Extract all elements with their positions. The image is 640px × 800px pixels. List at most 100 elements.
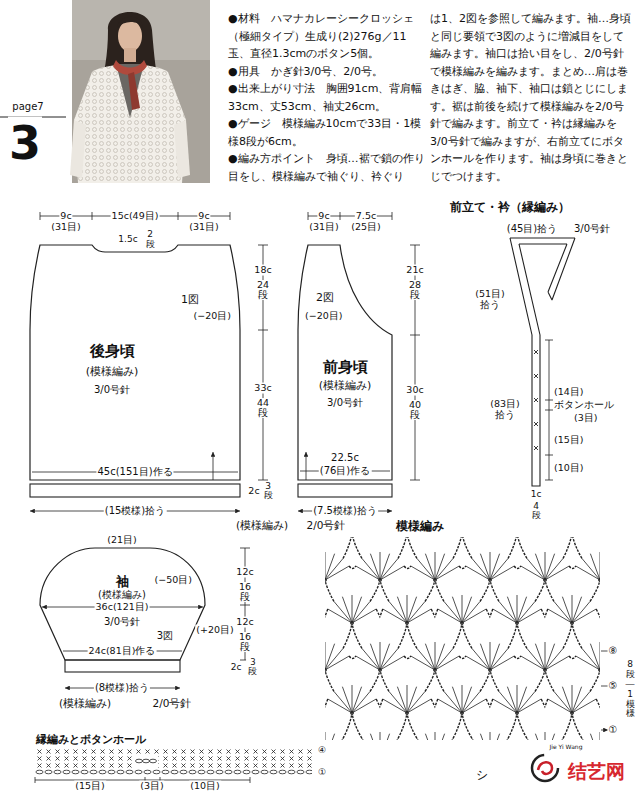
dimension-label: (10目) <box>189 781 221 792</box>
dimension-label: 36c(121目) <box>95 602 150 613</box>
dimension-lines <box>30 212 608 783</box>
scarf <box>113 60 147 75</box>
row-number: ⑤ <box>608 680 619 692</box>
dimension-label: 2c <box>247 486 260 497</box>
instruction-text: ●ゲージ 模様編み10cmで33目・1模様8段が6cm。 <box>228 115 426 150</box>
dimension-label: 3段 <box>246 658 260 676</box>
sleeve-arm <box>174 120 190 178</box>
direction-arrow <box>306 452 307 480</box>
face <box>118 20 142 52</box>
piece-label: 3図 <box>156 630 174 642</box>
piece-outline <box>30 245 240 480</box>
pattern-number: 3 <box>8 117 42 170</box>
neck <box>124 48 136 62</box>
dimension-label: 3/0号針 <box>573 223 611 235</box>
dimension-label: (51目)拾う <box>470 289 510 311</box>
pattern-piece: 2図前身頃(模様編み)3/0号針 <box>296 243 394 483</box>
dimension-label: (15目) <box>553 435 585 446</box>
dimension-label: 2/0号針 <box>152 697 193 709</box>
dimension-label: 3段 <box>261 482 276 501</box>
piece-label: 1図 <box>180 294 200 307</box>
instruction-text: ●編み方ポイント 身頃…裾で鎖の作り目をし、模様編みで袖ぐり、衿ぐり <box>228 150 426 185</box>
dimension-label: (−50目) <box>154 575 193 586</box>
section-title: 模様編み <box>395 520 445 534</box>
text-column: は1、2図を参照して編みます。袖…身頃と同じ要領で3図のように増減目をして編みま… <box>430 10 632 185</box>
dimension-label: 28段 <box>407 280 422 300</box>
dimension-line <box>545 340 553 480</box>
row-number: ① <box>317 767 327 777</box>
chain-stitch <box>136 759 143 763</box>
dimension-label: 16段 <box>237 632 252 652</box>
photo-ground <box>72 0 210 183</box>
cardigan-lace <box>74 65 186 184</box>
piece-label: 2図 <box>315 292 335 305</box>
section-title: 前立て・衿（縁編み） <box>449 201 571 215</box>
dimension-label: (25目) <box>350 222 382 233</box>
hem-band <box>30 484 240 497</box>
hair <box>117 17 143 28</box>
text-column: ●材料 ハマナカレーシークロッシェ（極細タイプ）生成り(2)276g／11玉、直… <box>228 10 426 185</box>
instruction-text: ●出来上がり寸法 胸囲91cm、背肩幅33cm、丈53cm、袖丈26cm。 <box>228 80 426 115</box>
instruction-text: ●材料 ハマナカレーシークロッシェ（極細タイプ）生成り(2)276g／11玉、直… <box>228 10 426 63</box>
piece-outline <box>298 245 392 480</box>
piece-outline <box>40 548 205 660</box>
dimension-label: (31目) <box>50 222 82 233</box>
dimension-label: 45c(151目)作る <box>96 466 173 478</box>
direction-arrow <box>213 452 214 480</box>
hem-band <box>298 484 392 497</box>
chain-stitch <box>150 759 157 763</box>
photo <box>70 0 210 183</box>
row-number: ⑧ <box>608 645 619 657</box>
dimension-label: (31目) <box>308 222 340 233</box>
piece-name: 後身頃 <box>89 343 136 360</box>
piece-label: (模様編み) <box>318 380 373 393</box>
dimension-label: (7.5模様)拾う <box>312 505 378 517</box>
edging-chart <box>35 748 312 776</box>
instruction-text: ●用具 かぎ針3/0号、2/0号。 <box>228 63 426 81</box>
dimension-label: (8模様)拾う <box>94 682 150 694</box>
dimension-label: (21目) <box>106 535 138 546</box>
chain-stitch <box>143 759 150 763</box>
dimension-label: 2/0号針 <box>306 519 347 531</box>
buttonhole-gap <box>134 754 158 768</box>
dimension-label: 7.5c <box>355 211 377 222</box>
watermark-logo <box>538 762 552 774</box>
dimension-label: 30c <box>405 385 424 396</box>
dimension-label: (14目) <box>553 387 585 398</box>
page-mark: シ <box>475 769 489 783</box>
dimension-label: ボタンホール <box>553 400 615 411</box>
dimension-label: 2c <box>230 662 243 672</box>
dimension-label: 9c <box>197 211 210 222</box>
section-title: 縁編みとボタンホール <box>35 734 147 747</box>
dimension-label: 21c <box>405 265 424 276</box>
dimension-label: (−20目) <box>193 311 232 322</box>
dimension-label: 12c <box>235 617 254 628</box>
dimension-label: (45目)拾う <box>506 223 559 235</box>
watermark-logo <box>532 755 558 781</box>
dimension-label: 15c(49目) <box>111 211 160 222</box>
piece-label: 3/0号針 <box>326 397 364 409</box>
piece-label: (模様編み) <box>85 366 140 379</box>
dimension-label: 33c <box>253 383 272 394</box>
dimension-label: 24段 <box>255 280 270 300</box>
front-band <box>510 238 575 486</box>
buttonhole-mark <box>534 350 538 450</box>
dimension-label: 24c(81目)作る <box>88 646 157 657</box>
dimension-label: (31目) <box>188 222 220 233</box>
dimension-label: (模様編み) <box>58 697 112 709</box>
dimension-label: (15模様)拾う <box>104 505 167 517</box>
dimension-label: 1.5c <box>117 234 138 244</box>
dimension-label: 44段 <box>255 398 270 418</box>
piece-label: (模様編み) <box>97 589 147 601</box>
dimension-label: 2段 <box>146 230 155 250</box>
piece-label: 3/0号針 <box>103 616 141 628</box>
row-number: ① <box>608 724 619 736</box>
repeat-note: 8段―1模様 <box>626 660 635 719</box>
cuff-band <box>65 660 180 672</box>
sleeve-arm <box>70 120 86 178</box>
dimension-label: (模様編み) <box>235 519 289 531</box>
dimension-label: (+20目) <box>195 625 234 636</box>
piece-name: 袖 <box>115 575 130 590</box>
instruction-text: は1、2図を参照して編みます。袖…身頃と同じ要領で3図のように増減目をして編みま… <box>430 10 632 185</box>
